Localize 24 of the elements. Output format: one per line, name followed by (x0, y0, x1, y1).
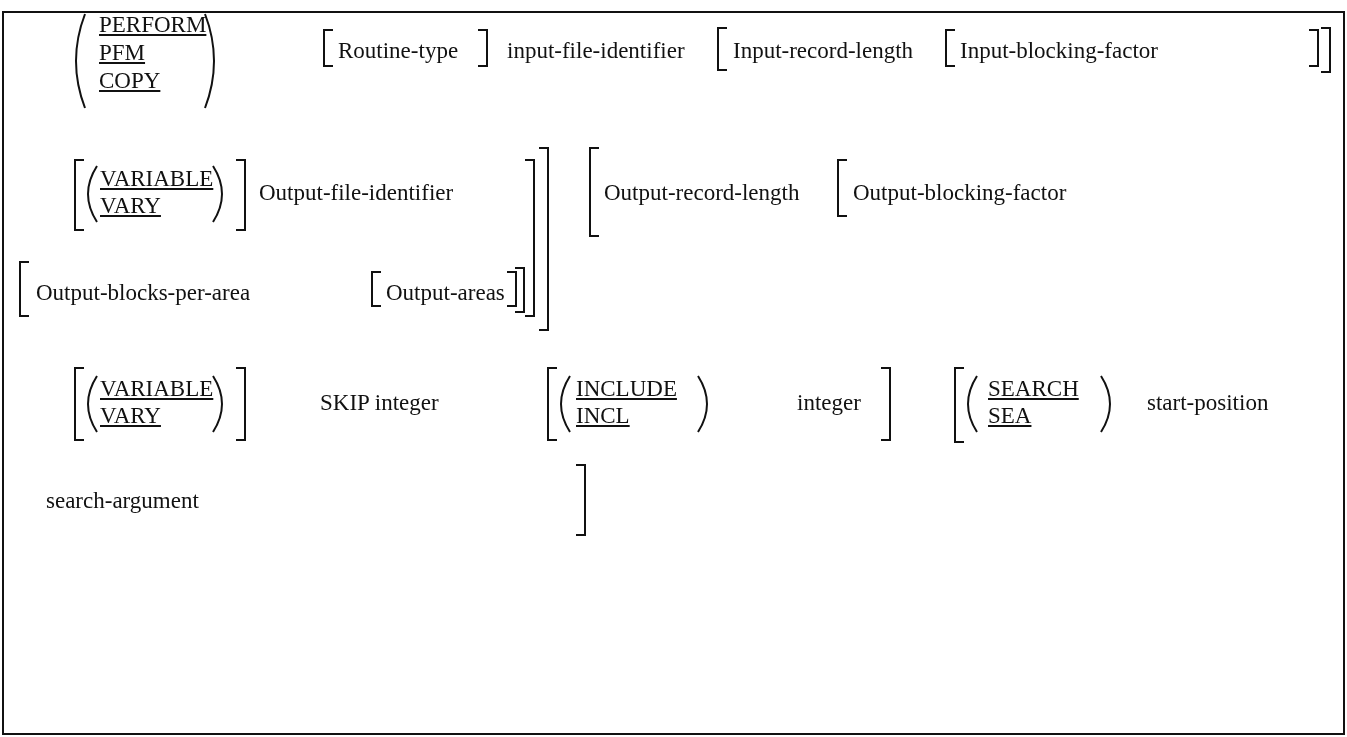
syntax-term: start-position (1147, 390, 1269, 416)
syntax-term: Output-file-identifier (259, 180, 454, 206)
syntax-term: Output-blocking-factor (853, 180, 1067, 206)
keyword: INCLUDE (576, 376, 677, 402)
keyword: VARY (100, 403, 161, 429)
syntax-term: Output-record-length (604, 180, 800, 206)
keyword: SEA (988, 403, 1032, 429)
syntax-term: integer (797, 390, 861, 416)
syntax-term: Input-record-length (733, 38, 914, 64)
keyword: PFM (99, 40, 146, 66)
keyword: VARY (100, 193, 161, 219)
syntax-term: SKIP integer (320, 390, 439, 416)
syntax-term: Output-areas (386, 280, 505, 306)
keyword: VARIABLE (100, 376, 214, 402)
syntax-term: Output-blocks-per-area (36, 280, 251, 306)
syntax-term: search-argument (46, 488, 199, 514)
keyword: PERFORM (99, 12, 207, 38)
syntax-term: input-file-identifier (507, 38, 685, 64)
keyword: INCL (576, 403, 630, 429)
keyword: VARIABLE (100, 166, 214, 192)
keyword: SEARCH (988, 376, 1079, 402)
keyword: COPY (99, 68, 161, 94)
syntax-term: Input-blocking-factor (960, 38, 1158, 64)
syntax-term: Routine-type (338, 38, 459, 64)
